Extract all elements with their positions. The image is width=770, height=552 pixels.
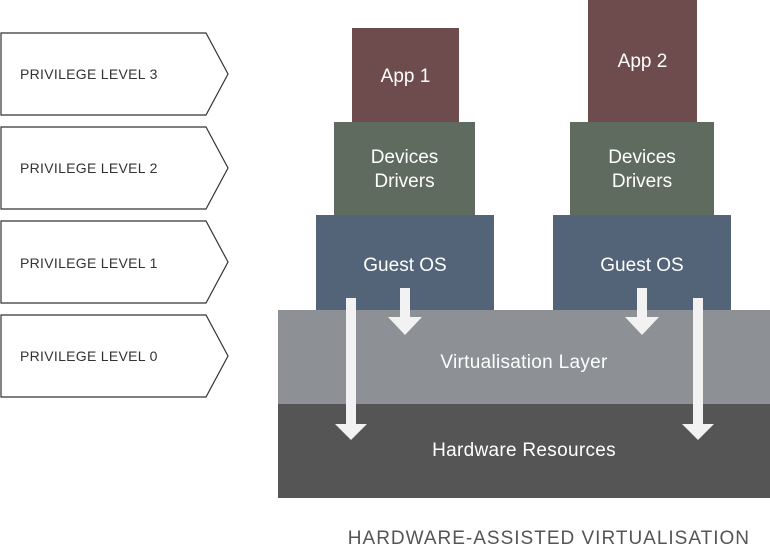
app-2-label: App 2 <box>618 51 668 72</box>
hardware-resources-label: Hardware Resources <box>432 440 616 461</box>
device-drivers-1-label-line1: Devices <box>371 147 439 168</box>
guest-os-1-label: Guest OS <box>363 255 446 276</box>
down-arrow-icon <box>335 298 367 440</box>
privilege-level-3-label: PRIVILEGE LEVEL 3 <box>0 32 229 116</box>
guest-os-2-label: Guest OS <box>600 255 683 276</box>
privilege-level-2-text: PRIVILEGE LEVEL 2 <box>20 160 158 176</box>
down-arrow-icon <box>682 298 714 440</box>
privilege-level-0-label: PRIVILEGE LEVEL 0 <box>0 314 229 398</box>
privilege-level-3-text: PRIVILEGE LEVEL 3 <box>20 66 158 82</box>
device-drivers-1-block <box>334 122 475 216</box>
device-drivers-2-block <box>570 122 714 216</box>
virtualisation-layer-block <box>278 310 770 404</box>
app-1-block <box>352 28 459 122</box>
privilege-level-1-label: PRIVILEGE LEVEL 1 <box>0 220 229 304</box>
hardware-resources-block <box>278 404 770 498</box>
privilege-level-0-text: PRIVILEGE LEVEL 0 <box>20 348 158 364</box>
caption-text: HARDWARE-ASSISTED VIRTUALISATION <box>347 528 750 549</box>
app-1-label: App 1 <box>381 66 431 87</box>
down-arrow-icon <box>388 288 422 335</box>
diagram-caption: HARDWARE-ASSISTED VIRTUALISATION <box>0 528 770 550</box>
down-arrow-icon <box>625 288 659 335</box>
device-drivers-2-label-line2: Drivers <box>612 171 672 192</box>
device-drivers-1-label-line2: Drivers <box>374 171 434 192</box>
privilege-level-1-text: PRIVILEGE LEVEL 1 <box>20 255 158 271</box>
virtualisation-layer-label: Virtualisation Layer <box>440 352 608 373</box>
privilege-level-2-label: PRIVILEGE LEVEL 2 <box>0 126 229 210</box>
app-2-block <box>588 0 697 122</box>
device-drivers-2-label-line1: Devices <box>608 147 676 168</box>
